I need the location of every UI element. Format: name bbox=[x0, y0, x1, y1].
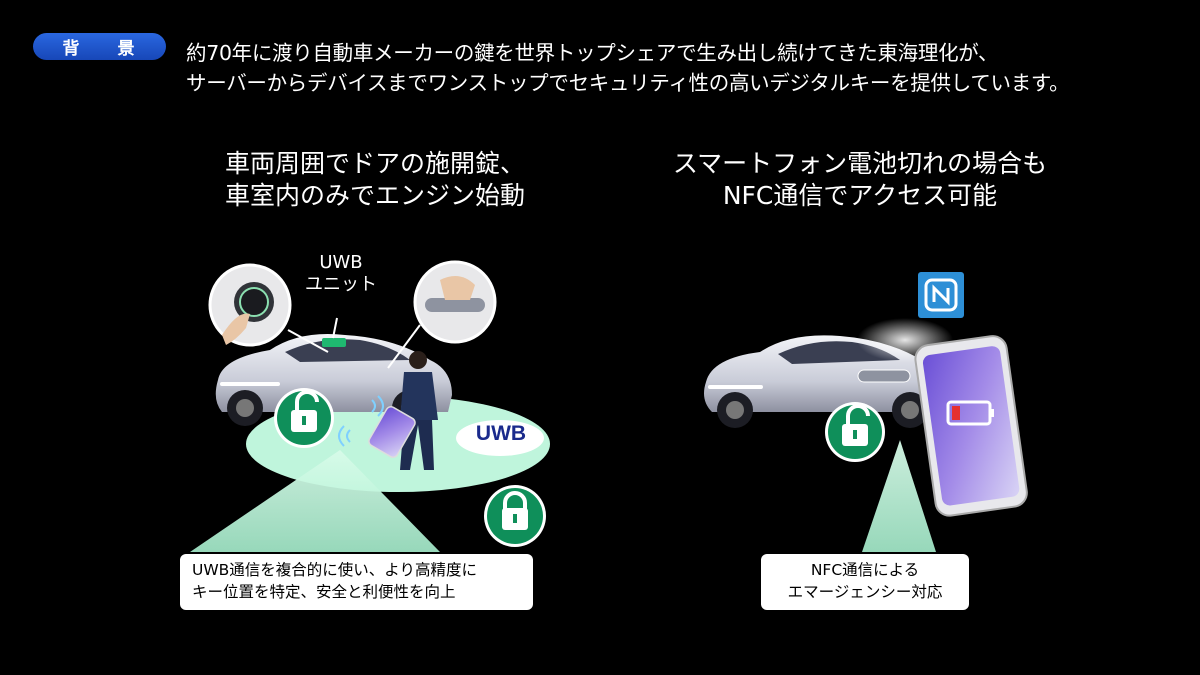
nfc-beam bbox=[862, 440, 936, 552]
uwb-unit-label-line-1: UWB bbox=[319, 252, 363, 273]
right-heading: スマートフォン電池切れの場合も NFC通信でアクセス可能 bbox=[640, 148, 1080, 212]
nfc-icon bbox=[918, 272, 964, 318]
right-car bbox=[704, 318, 953, 428]
left-heading: 車両周囲でドアの施開錠、 車室内のみでエンジン始動 bbox=[175, 148, 575, 212]
uwb-callout-line-2: キー位置を特定、安全と利便性を向上 bbox=[192, 583, 456, 601]
door-handle-icon bbox=[387, 260, 497, 369]
right-unlock-icon bbox=[825, 402, 885, 462]
nfc-callout: NFC通信による エマージェンシー対応 bbox=[761, 554, 969, 610]
uwb-oval bbox=[456, 420, 544, 456]
signal-waves bbox=[338, 395, 384, 447]
unlock-icon bbox=[274, 388, 334, 448]
lock-icon bbox=[484, 485, 546, 547]
left-heading-line-2: 車室内のみでエンジン始動 bbox=[224, 181, 525, 210]
background-text-line-1: 約70年に渡り自動車メーカーの鍵を世界トップシェアで生み出し続けてきた東海理化が… bbox=[186, 41, 999, 65]
low-battery-icon bbox=[946, 400, 994, 426]
smartphone-left bbox=[368, 406, 416, 458]
right-heading-line-2: NFC通信でアクセス可能 bbox=[722, 181, 998, 210]
left-heading-line-1: 車両周囲でドアの施開錠、 bbox=[224, 149, 525, 178]
nfc-callout-line-1: NFC通信による bbox=[810, 561, 920, 579]
nfc-callout-line-2: エマージェンシー対応 bbox=[787, 583, 943, 601]
smartphone-right bbox=[914, 335, 1028, 517]
start-button-icon bbox=[208, 263, 329, 353]
uwb-callout: UWB通信を複合的に使い、より高精度に キー位置を特定、安全と利便性を向上 bbox=[180, 554, 533, 610]
right-heading-line-1: スマートフォン電池切れの場合も bbox=[672, 149, 1048, 178]
background-text-line-2: サーバーからデバイスまでワンストップでセキュリティ性の高いデジタルキーを提供して… bbox=[186, 71, 1070, 95]
background-badge: 背 景 bbox=[33, 33, 166, 60]
uwb-unit-label-line-2: ユニット bbox=[305, 274, 377, 295]
uwb-callout-line-1: UWB通信を複合的に使い、より高精度に bbox=[192, 561, 477, 579]
uwb-unit-label: UWB ユニット bbox=[296, 252, 386, 296]
uwb-unit-marker bbox=[322, 317, 346, 347]
uwb-zone-label: UWB bbox=[475, 422, 527, 445]
